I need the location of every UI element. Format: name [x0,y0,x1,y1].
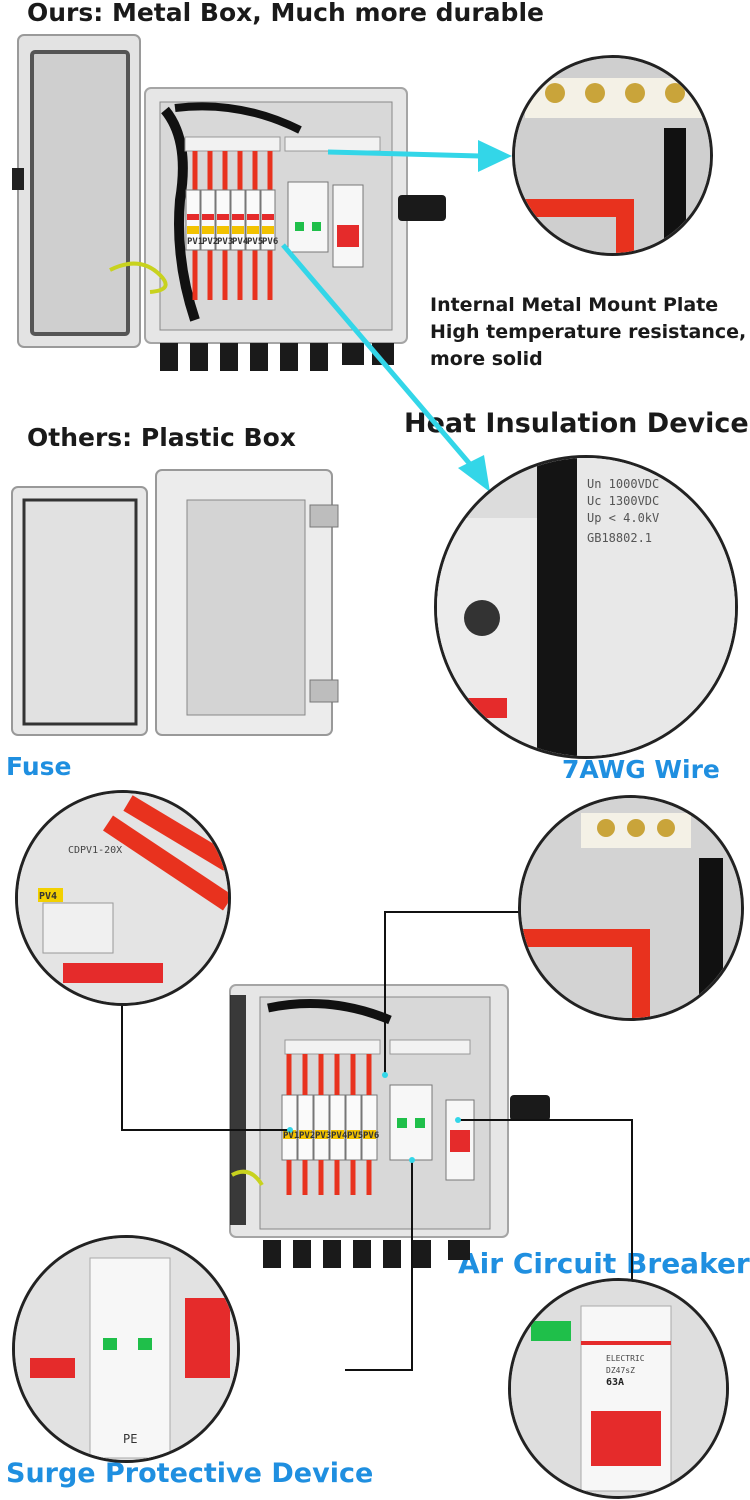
fuse-model: CDPV1-20X [68,845,122,856]
pv-labels-bottom: PV1 PV2 PV3 PV4 PV5 PV6 [283,1131,379,1141]
pv-label: PV6 [262,237,278,247]
spd-spec-up: Up < 4.0kV [587,511,659,525]
connector-lines [121,911,633,1371]
pv-label: PV3 [217,237,233,247]
plastic-box-title: Others: Plastic Box [27,423,296,452]
metal-plate-note: Internal Metal Mount Plate High temperat… [430,292,746,373]
breaker-model: DZ47sZ [606,1366,635,1375]
breaker-marker [455,1117,461,1123]
pv-label: PV3 [315,1131,331,1141]
metal-box-door [12,34,141,348]
zoom-heat-insulation: Un 1000VDC Uc 1300VDC Up < 4.0kV GB18802… [434,455,738,759]
wire-label: 7AWG Wire [562,755,720,784]
spd-spec-un: Un 1000VDC [587,477,659,491]
bottom-metal-box [229,984,550,1268]
breaker-label: Air Circuit Breaker [458,1247,750,1280]
zoom-fuse: PV4 CDPV1-20X [15,790,231,1006]
zoom-busbar-metal-plate [512,55,713,256]
pv-label: PV1 [283,1131,299,1141]
note-line-3: more solid [430,348,543,370]
heat-insulation-title: Heat Insulation Device [404,408,749,439]
spd-spec-code: GB18802.1 [587,531,652,545]
spd-pe-label: PE [123,1432,137,1446]
pv-label: PV1 [187,237,203,247]
note-line-2: High temperature resistance, [430,321,747,343]
zoom-surge-protective-device: PE [12,1235,240,1463]
metal-box-title: Ours: Metal Box, Much more durable [27,0,544,27]
note-line-1: Internal Metal Mount Plate [430,294,719,316]
pv-label: PV2 [299,1131,315,1141]
breaker-brand: ELECTRIC [606,1354,645,1363]
pv-label: PV2 [202,237,218,247]
zoom-air-circuit-breaker: ELECTRIC DZ47sZ 63A [508,1278,729,1499]
pv-label: PV6 [363,1131,379,1141]
fuse-marker [287,1127,293,1133]
fuse-pv-label: PV4 [39,891,57,902]
zoom-7awg-wire [518,795,744,1021]
busbar-detail [515,58,710,253]
wire-marker [382,1072,388,1078]
surge-label: Surge Protective Device [6,1458,374,1489]
pv-label: PV5 [247,237,263,247]
plastic-box [11,469,339,736]
fuse-label: Fuse [6,752,72,781]
fuse-detail: PV4 CDPV1-20X [18,793,228,1003]
pv-label: PV4 [232,237,249,247]
spd-detail: PE [15,1238,237,1460]
spd-marker [409,1157,415,1163]
pv-label: PV4 [331,1131,348,1141]
wire-detail [521,798,741,1018]
pv-label: PV5 [347,1131,363,1141]
pv-labels-top: PV1 PV2 PV3 PV4 PV5 PV6 [187,237,278,247]
breaker-rating: 63A [606,1377,624,1388]
metal-box-body [109,87,446,371]
heat-insulation-detail: Un 1000VDC Uc 1300VDC Up < 4.0kV GB18802… [437,458,735,756]
breaker-detail: ELECTRIC DZ47sZ 63A [511,1281,726,1496]
spd-spec-uc: Uc 1300VDC [587,494,659,508]
